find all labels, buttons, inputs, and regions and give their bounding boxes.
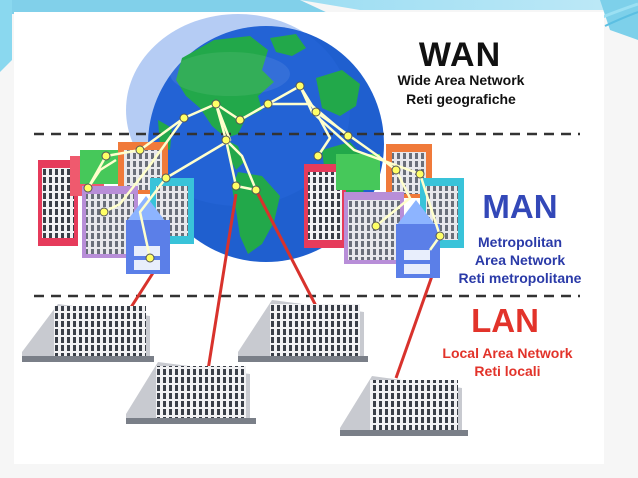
office-building-3 bbox=[238, 300, 368, 362]
man-title: MAN bbox=[482, 188, 558, 225]
man-subtitle-english-line1: Metropolitan bbox=[478, 234, 562, 250]
separator-lines bbox=[34, 132, 580, 298]
office-building-icon bbox=[22, 300, 468, 436]
city-cluster-icon bbox=[38, 142, 464, 278]
man-subtitle-english-line2: Area Network bbox=[474, 252, 566, 268]
left-city bbox=[38, 142, 194, 274]
wan-links bbox=[86, 84, 442, 259]
lan-subtitle-italian: Reti locali bbox=[474, 363, 541, 379]
lan-title: LAN bbox=[471, 302, 539, 339]
lan-subtitle-english: Local Area Network bbox=[442, 345, 573, 361]
office-building-4 bbox=[340, 376, 468, 436]
office-building-2 bbox=[126, 362, 256, 424]
wan-title: WAN bbox=[418, 36, 502, 74]
wan-subtitle-italian: Reti geografiche bbox=[406, 91, 516, 107]
right-city bbox=[304, 144, 464, 278]
network-nodes bbox=[83, 81, 445, 263]
man-subtitle-italian: Reti metropolitane bbox=[458, 270, 582, 286]
office-building-1 bbox=[22, 304, 154, 362]
wan-subtitle-english: Wide Area Network bbox=[397, 72, 525, 88]
